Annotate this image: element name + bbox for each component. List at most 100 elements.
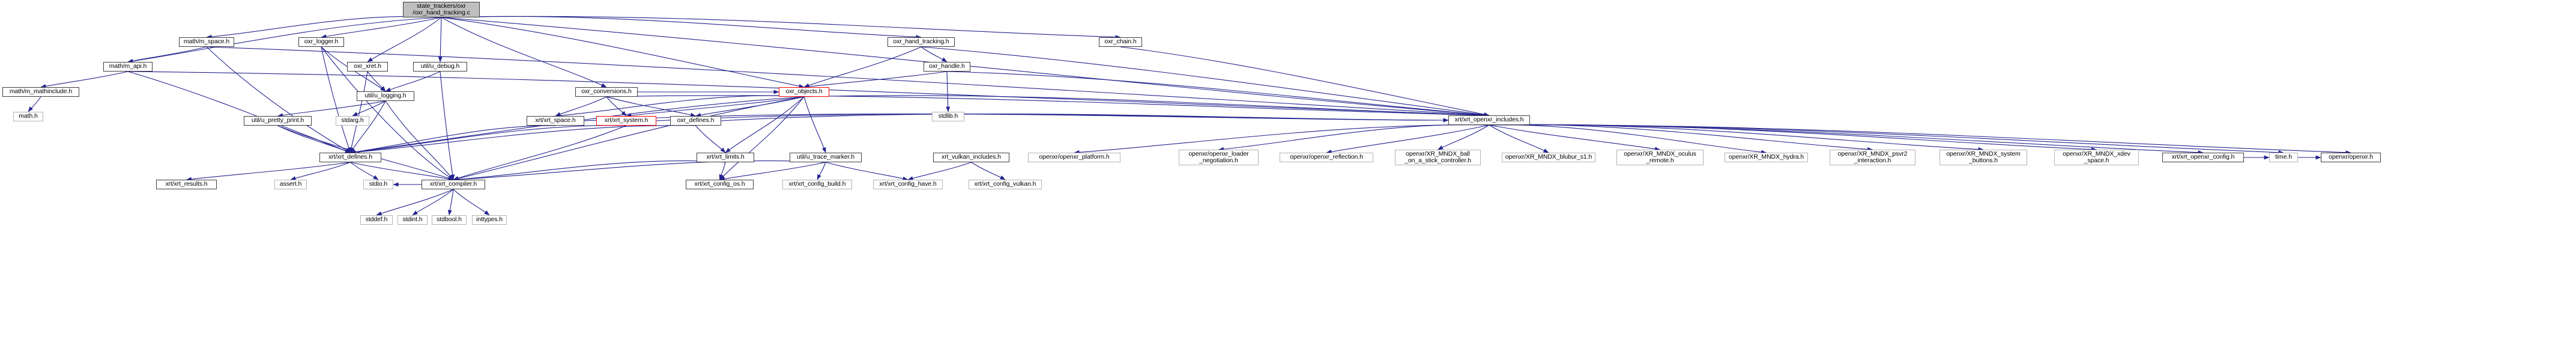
graph-node-stdbool_h[interactable]: stdbool.h <box>432 215 467 225</box>
graph-node-openxr_platform[interactable]: openxr/openxr_platform.h <box>1028 153 1120 162</box>
graph-edge-xrt_openxr_includes-to-openxr_reflection <box>1326 124 1490 154</box>
graph-edge-oxr_conversions-to-oxr_defines <box>606 96 696 117</box>
graph-node-inttypes_h[interactable]: inttypes.h <box>472 215 507 225</box>
graph-node-math_h[interactable]: math.h <box>13 112 43 121</box>
graph-edge-oxr_defines-to-xrt_openxr_includes <box>721 114 1449 123</box>
graph-edge-root-to-oxr_hand_tracking_h <box>441 16 922 40</box>
graph-node-xrt_results[interactable]: xrt/xrt_results.h <box>156 180 217 189</box>
graph-edge-xrt_openxr_includes-to-openxr_h <box>1489 124 2351 155</box>
graph-edge-xrt_openxr_includes-to-xr_mndx_blubur <box>1489 124 1549 153</box>
graph-node-xr_mndx_ball[interactable]: openxr/XR_MNDX_ball _on_a_stick_controll… <box>1395 150 1481 165</box>
graph-node-xrt_config_have[interactable]: xrt/xrt_config_have.h <box>873 180 943 189</box>
graph-edge-u_logging-to-stdarg <box>352 100 386 117</box>
graph-node-u_pretty_print[interactable]: util/u_pretty_print.h <box>244 116 312 126</box>
graph-node-oxr_hand_tracking_h[interactable]: oxr_hand_tracking.h <box>887 37 955 47</box>
graph-node-xrt_config_vulkan[interactable]: xrt/xrt_config_vulkan.h <box>969 180 1042 189</box>
graph-edge-u_trace_marker-to-xrt_config_build <box>817 162 826 180</box>
graph-node-xr_mndx_hydra[interactable]: openxr/XR_MNDX_hydra.h <box>1725 153 1808 162</box>
graph-edge-xrt_compiler-to-stdint_h <box>412 189 454 216</box>
graph-node-xrt_compiler[interactable]: xrt/xrt_compiler.h <box>422 180 485 189</box>
graph-edge-oxr_objects-to-u_trace_marker <box>803 96 826 153</box>
graph-node-stddef_h[interactable]: stddef.h <box>360 215 393 225</box>
graph-node-xr_mndx_oculus[interactable]: openxr/XR_MNDX_oculus _remote.h <box>1616 150 1704 165</box>
graph-node-u_debug[interactable]: util/u_debug.h <box>413 62 467 72</box>
graph-edge-xrt_limits-to-xrt_compiler <box>453 160 726 182</box>
graph-node-oxr_logger[interactable]: oxr_logger.h <box>298 37 344 47</box>
graph-edge-xrt_vulkan_includes-to-xrt_config_vulkan <box>971 162 1006 180</box>
graph-node-xr_mndx_psvr2[interactable]: openxr/XR_MNDX_psvr2 _interaction.h <box>1830 150 1915 165</box>
graph-edge-u_debug-to-xrt_compiler <box>440 71 455 180</box>
graph-node-xrt_system[interactable]: xrt/xrt_system.h <box>596 116 656 126</box>
graph-node-xrt_config_os[interactable]: xrt/xrt_config_os.h <box>686 180 754 189</box>
graph-node-u_logging[interactable]: util/u_logging.h <box>357 91 414 101</box>
graph-edge-u_logging-to-xrt_compiler <box>385 100 454 180</box>
graph-edge-xrt_defines-to-stdio_h <box>350 162 379 180</box>
graph-node-xrt_limits[interactable]: xrt/xrt_limits.h <box>697 153 754 162</box>
graph-node-xr_mndx_xdev[interactable]: openxr/XR_MNDX_xdev _space.h <box>2054 150 2139 165</box>
graph-edge-oxr_objects-to-xrt_space <box>555 95 805 118</box>
graph-edge-oxr_handle-to-stdlib <box>946 71 951 112</box>
graph-node-xrt_openxr_includes[interactable]: xrt/xrt_openxr_includes.h <box>1448 115 1530 125</box>
graph-node-u_trace_marker[interactable]: util/u_trace_marker.h <box>790 153 862 162</box>
graph-node-m_space[interactable]: math/m_space.h <box>179 37 234 47</box>
graph-node-oxr_defines[interactable]: oxr_defines.h <box>670 116 721 126</box>
graph-edge-root-to-u_debug <box>438 17 443 63</box>
graph-node-m_api[interactable]: math/m_api.h <box>103 62 153 72</box>
graph-edge-u_logging-to-xrt_defines <box>350 100 386 153</box>
graph-edge-oxr_handle-to-xrt_openxr_includes <box>946 71 1490 117</box>
graph-node-oxr_chain[interactable]: oxr_chain.h <box>1099 37 1142 47</box>
graph-node-assert_h[interactable]: assert.h <box>274 180 307 189</box>
graph-edge-root-to-oxr_chain <box>441 16 1121 40</box>
graph-edge-xrt_openxr_includes-to-xr_mndx_oculus <box>1489 124 1660 151</box>
graph-edge-oxr_objects-to-xrt_limits <box>725 96 805 153</box>
graph-edge-xrt_openxr_includes-to-openxr_platform <box>1074 124 1490 154</box>
graph-edge-root-to-oxr_conversions <box>441 17 607 88</box>
graph-node-stdint_h[interactable]: stdint.h <box>398 215 428 225</box>
graph-node-xrt_space[interactable]: xrt/xrt_space.h <box>527 116 584 126</box>
graph-edge-xrt_system-to-xrt_compiler <box>453 125 627 180</box>
graph-node-oxr_xret[interactable]: oxr_xret.h <box>347 62 388 72</box>
graph-node-stdlib[interactable]: stdlib.h <box>932 112 964 121</box>
graph-edge-m_space-to-xrt_openxr_includes <box>206 46 1490 118</box>
graph-edge-oxr_defines-to-xrt_defines <box>350 125 696 154</box>
graph-node-oxr_handle[interactable]: oxr_handle.h <box>924 62 970 72</box>
graph-edge-oxr_handle-to-oxr_objects <box>803 71 948 89</box>
graph-edge-oxr_hand_tracking_h-to-oxr_handle <box>921 46 948 63</box>
graph-edge-xrt_openxr_includes-to-openxr_loader_negotiation <box>1218 124 1490 151</box>
graph-edge-xrt_openxr_includes-to-xr_mndx_ball <box>1438 124 1490 150</box>
graph-node-xrt_config_build[interactable]: xrt/xrt_config_build.h <box>782 180 852 189</box>
graph-node-m_mathinclude[interactable]: math/m_mathinclude.h <box>2 87 79 97</box>
graph-edge-xrt_system-to-xrt_openxr_includes <box>656 114 1449 123</box>
graph-node-oxr_objects[interactable]: oxr_objects.h <box>779 87 829 97</box>
graph-edge-root-to-oxr_xret <box>367 17 442 63</box>
graph-node-stdarg[interactable]: stdarg.h <box>336 116 369 126</box>
graph-edge-xrt_openxr_includes-to-xr_mndx_psvr2 <box>1489 124 1873 151</box>
graph-node-root[interactable]: state_trackers/oxr /oxr_hand_tracking.c <box>403 2 480 17</box>
graph-node-xr_mndx_blubur[interactable]: openxr/XR_MNDX_blubur_s1.h <box>1502 153 1595 162</box>
graph-edge-m_space-to-m_api <box>127 46 207 63</box>
graph-node-time_h[interactable]: time.h <box>2269 153 2298 162</box>
graph-edge-m_space-to-xrt_defines <box>206 46 351 153</box>
graph-node-stdio_h[interactable]: stdio.h <box>363 180 393 189</box>
graph-node-xr_mndx_system_buttons[interactable]: openxr/XR_MNDX_system _buttons.h <box>1940 150 2027 165</box>
graph-edge-xrt_openxr_includes-to-time_h <box>1489 124 2284 155</box>
graph-edge-oxr_conversions-to-xrt_openxr_includes <box>606 95 1490 118</box>
graph-edge-oxr_conversions-to-xrt_space <box>555 96 607 117</box>
graph-node-oxr_conversions[interactable]: oxr_conversions.h <box>575 87 638 97</box>
graph-edge-root-to-oxr_logger <box>321 17 442 38</box>
graph-edge-m_mathinclude-to-math_h <box>28 96 41 112</box>
graph-edge-xrt_defines-to-assert_h <box>290 162 351 180</box>
graph-node-xrt_defines[interactable]: xrt/xrt_defines.h <box>319 153 381 162</box>
graph-edge-xrt_defines-to-xrt_compiler <box>350 162 454 181</box>
graph-edge-xrt_openxr_includes-to-xrt_openxr_config <box>1489 124 2204 155</box>
graph-node-openxr_reflection[interactable]: openxr/openxr_reflection.h <box>1280 153 1373 162</box>
graph-node-openxr_h[interactable]: openxr/openxr.h <box>2321 153 2381 162</box>
graph-edge-oxr_xret-to-xrt_defines <box>349 71 368 153</box>
graph-node-xrt_openxr_config[interactable]: xrt/xrt_openxr_config.h <box>2162 153 2244 162</box>
graph-node-xrt_vulkan_includes[interactable]: xrt_vulkan_includes.h <box>933 153 1009 162</box>
graph-edge-xrt_openxr_includes-to-xr_mndx_xdev <box>1489 124 2097 152</box>
graph-node-openxr_loader_negotiation[interactable]: openxr/openxr_loader _negotiation.h <box>1179 150 1259 165</box>
graph-edge-oxr_defines-to-xrt_limits <box>695 125 726 153</box>
